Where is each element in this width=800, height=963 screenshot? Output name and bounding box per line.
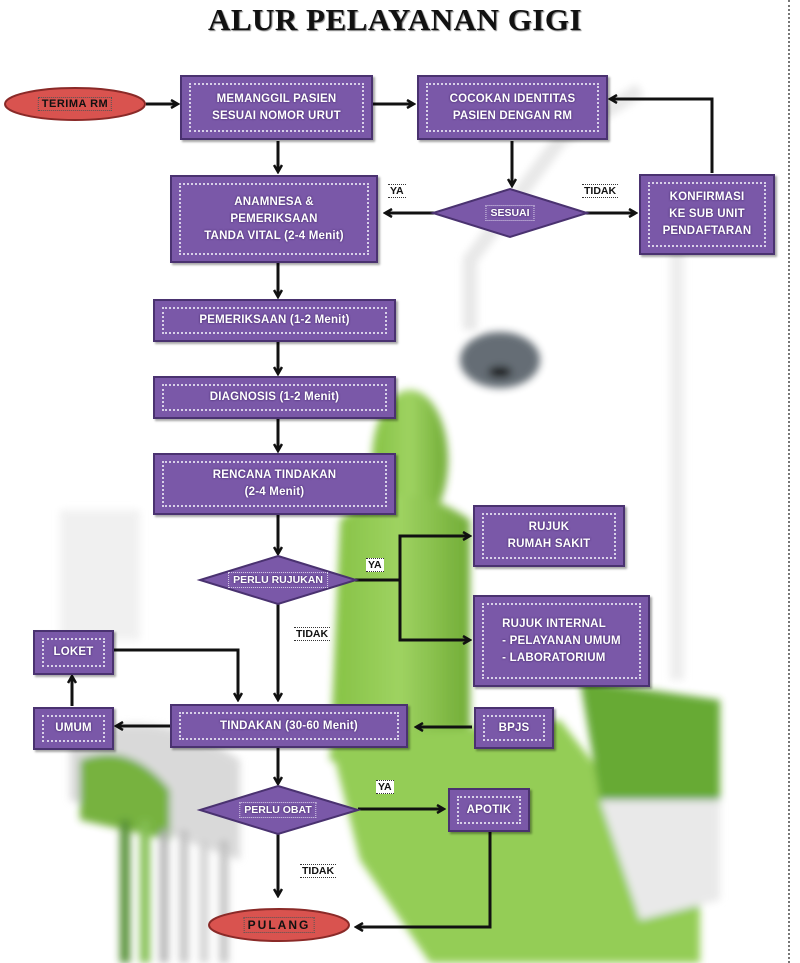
process-rencana-tindakan[interactable]: RENCANA TINDAKAN (2-4 Menit) [153, 453, 396, 515]
page-border-dotted [788, 0, 790, 963]
rujuk-rumah-sakit-label: RUJUK RUMAH SAKIT [507, 521, 591, 550]
box-dotted-frame [482, 513, 616, 559]
box-dotted-frame [162, 384, 387, 411]
cocokan-identitas-label: COCOKAN IDENTITAS PASIEN DENGAN RM [449, 92, 576, 122]
edge-label-obat-ya: YA [376, 780, 394, 794]
process-umum[interactable]: UMUM [33, 707, 114, 750]
edge-label-sesuai-tidak: TIDAK [582, 184, 619, 198]
umum-label: UMUM [55, 722, 92, 734]
process-rujuk-rumah-sakit[interactable]: RUJUK RUMAH SAKIT [473, 505, 625, 567]
pulang-label: PULANG [243, 917, 315, 933]
memanggil-pasien-label: MEMANGGIL PASIEN SESUAI NOMOR URUT [212, 92, 341, 122]
pemeriksaan-label: PEMERIKSAAN (1-2 Menit) [199, 314, 350, 326]
process-pemeriksaan[interactable]: PEMERIKSAAN (1-2 Menit) [153, 299, 396, 342]
process-apotik[interactable]: APOTIK [448, 788, 530, 832]
perlu-rujukan-label: PERLU RUJUKAN [228, 572, 328, 588]
box-dotted-frame [648, 182, 766, 247]
box-dotted-frame [162, 461, 387, 507]
anamnesa-label: ANAMNESA & PEMERIKSAAN TANDA VITAL (2-4 … [204, 195, 344, 242]
box-dotted-frame [457, 796, 521, 824]
box-dotted-frame [482, 603, 641, 679]
diagram-title: ALUR PELAYANAN GIGI [207, 2, 583, 37]
process-rujuk-internal[interactable]: RUJUK INTERNAL - PELAYANAN UMUM - LABORA… [473, 595, 650, 687]
edge-label-rujukan-ya: YA [366, 558, 384, 572]
bpjs-label: BPJS [498, 721, 530, 734]
process-anamnesa[interactable]: ANAMNESA & PEMERIKSAAN TANDA VITAL (2-4 … [170, 175, 378, 263]
diagnosis-label: DIAGNOSIS (1-2 Menit) [209, 391, 340, 403]
box-dotted-frame [483, 715, 545, 741]
box-dotted-frame [162, 307, 387, 334]
tindakan-label: TINDAKAN (30-60 Menit) [220, 719, 358, 732]
konfirmasi-label: KONFIRMASI KE SUB UNIT PENDAFTARAN [662, 191, 752, 237]
rujuk-internal-label: RUJUK INTERNAL - PELAYANAN UMUM - LABORA… [502, 617, 621, 664]
edge-label-sesuai-ya: YA [388, 184, 406, 198]
sesuai-label: SESUAI [485, 205, 535, 221]
edge-label-obat-tidak: TIDAK [300, 864, 337, 878]
terima-rm-label: TERIMA RM [37, 97, 113, 111]
rencana-tindakan-label: RENCANA TINDAKAN (2-4 Menit) [212, 469, 337, 498]
box-dotted-frame [179, 183, 369, 255]
process-bpjs[interactable]: BPJS [474, 707, 554, 749]
loket-label: LOKET [53, 646, 94, 658]
apotik-label: APOTIK [466, 803, 512, 816]
process-diagnosis[interactable]: DIAGNOSIS (1-2 Menit) [153, 376, 396, 419]
box-dotted-frame [42, 638, 105, 667]
decision-perlu-obat[interactable] [196, 784, 362, 836]
process-cocokan-identitas[interactable]: COCOKAN IDENTITAS PASIEN DENGAN RM [417, 75, 608, 140]
edge-konfirmasi-to-cocokan [610, 99, 714, 173]
process-loket[interactable]: LOKET [33, 630, 114, 675]
edge-apotik-to-pulang [356, 832, 492, 927]
process-memanggil-pasien[interactable]: MEMANGGIL PASIEN SESUAI NOMOR URUT [180, 75, 373, 140]
edge-rujukan-ya-to-internal [398, 580, 470, 640]
process-tindakan[interactable]: TINDAKAN (30-60 Menit) [170, 704, 408, 748]
box-dotted-frame [179, 712, 399, 740]
edge-label-rujukan-tidak: TIDAK [294, 627, 331, 641]
decision-sesuai[interactable] [429, 187, 591, 239]
box-dotted-frame [42, 715, 105, 742]
perlu-obat-label: PERLU OBAT [239, 802, 317, 818]
box-dotted-frame [189, 83, 364, 132]
edge-loket-to-tindakan [114, 648, 238, 700]
decision-perlu-rujukan[interactable] [196, 554, 360, 606]
process-konfirmasi[interactable]: KONFIRMASI KE SUB UNIT PENDAFTARAN [639, 174, 775, 255]
terminal-terima-rm[interactable] [4, 87, 146, 121]
edge-rujukan-ya-to-rs [355, 536, 470, 582]
box-dotted-frame [426, 83, 599, 132]
